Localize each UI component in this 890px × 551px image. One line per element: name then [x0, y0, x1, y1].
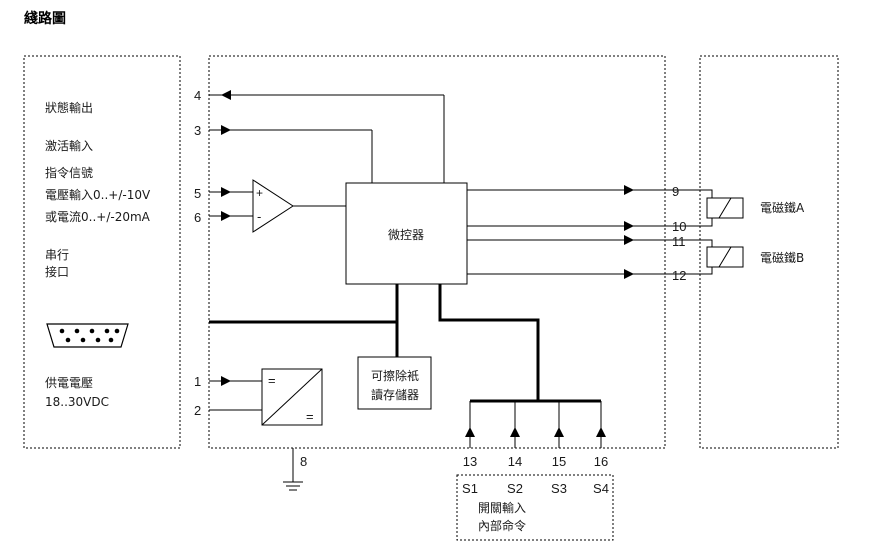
switch-s2: S2 — [507, 481, 523, 496]
pin-4: 4 — [194, 88, 201, 103]
eeprom-block — [357, 356, 432, 410]
label-current-input: 或電流0..+/-20mA — [45, 210, 151, 224]
solenoid-b-label: 電磁鐵B — [760, 250, 804, 265]
switch-s3: S3 — [551, 481, 567, 496]
pin-9: 9 — [672, 184, 679, 199]
pin-12: 12 — [672, 268, 686, 283]
arrow-pin-6 — [221, 211, 231, 221]
opamp-symbol: + - — [252, 179, 294, 233]
pin-3: 3 — [194, 123, 201, 138]
pin-1: 1 — [194, 374, 201, 389]
arrow-pin-5 — [221, 187, 231, 197]
switch-box-frame — [456, 474, 614, 541]
opamp-minus: - — [257, 209, 261, 224]
diagram-title: 綫路圖 — [24, 10, 66, 27]
arrow-pin-11 — [624, 235, 634, 245]
label-command-signal: 指令信號 — [45, 165, 93, 180]
solenoid-a-coil-icon — [700, 189, 744, 227]
ground-icon — [283, 481, 303, 491]
arrow-pin-9 — [624, 185, 634, 195]
pin-13: 13 — [463, 454, 477, 469]
pin-16: 16 — [594, 454, 608, 469]
arrow-pin-3 — [221, 125, 231, 135]
right-panel-frame — [699, 55, 839, 449]
pin-15: 15 — [552, 454, 566, 469]
label-serial-2: 接口 — [45, 264, 69, 279]
left-panel-frame — [23, 55, 181, 449]
switch-input-wires — [465, 401, 606, 448]
pin-2: 2 — [194, 403, 201, 418]
serial-connector-icon — [46, 323, 129, 348]
opamp-plus: + — [256, 186, 263, 200]
pin-11: 11 — [672, 234, 686, 249]
arrow-pin-10 — [624, 221, 634, 231]
module-frame — [208, 55, 666, 449]
solenoid-a-label: 電磁鐵A — [760, 200, 805, 215]
switch-bus — [438, 284, 540, 401]
arrow-pin-12 — [624, 269, 634, 279]
label-voltage-input: 電壓輸入0..+/-10V — [45, 187, 151, 202]
pin-6: 6 — [194, 210, 201, 225]
pin-14: 14 — [508, 454, 522, 469]
eeprom-label-2: 讀存儲器 — [371, 388, 419, 402]
solenoid-b-coil-icon — [700, 239, 744, 275]
label-activate-input: 激活輸入 — [45, 138, 93, 153]
switch-s1: S1 — [462, 481, 478, 496]
dc-input-symbol: = — [268, 373, 276, 388]
arrow-pin-1 — [221, 376, 231, 386]
arrow-pin-4 — [221, 90, 231, 100]
switch-box-label-1: 開關輸入 — [478, 500, 526, 515]
microcontroller-block — [345, 182, 468, 285]
serial-bus — [209, 284, 399, 324]
pin-8: 8 — [300, 454, 307, 469]
dc-output-symbol: = — [306, 409, 314, 424]
dc-converter-block: = = — [261, 368, 323, 426]
label-power-2: 18..30VDC — [45, 395, 109, 409]
eeprom-label-1: 可擦除衹 — [371, 368, 419, 383]
label-status-output: 狀態輸出 — [45, 100, 93, 115]
label-power-1: 供電電壓 — [45, 376, 93, 390]
pin-5: 5 — [194, 186, 201, 201]
pin-10: 10 — [672, 219, 686, 234]
label-serial-1: 串行 — [45, 248, 69, 262]
switch-s4: S4 — [593, 481, 609, 496]
switch-box-label-2: 內部命令 — [478, 518, 526, 533]
microcontroller-label: 微控器 — [388, 228, 424, 242]
